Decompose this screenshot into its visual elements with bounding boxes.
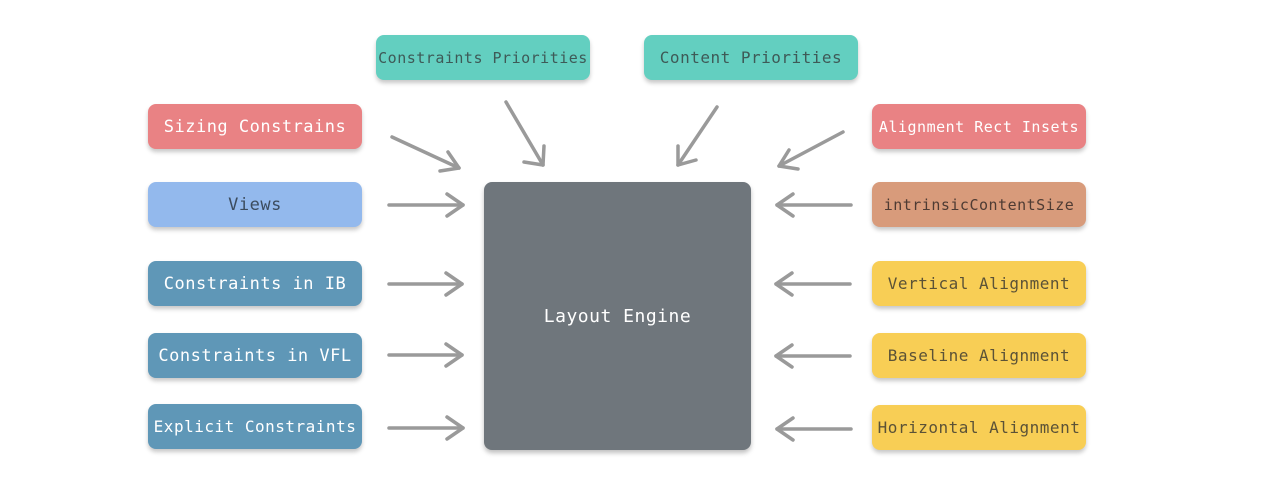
arrow-content-priorities xyxy=(676,105,719,167)
box-baseline-alignment: Baseline Alignment xyxy=(872,333,1086,378)
box-label: Constraints Priorities xyxy=(378,48,588,67)
box-constraints-in-ib: Constraints in IB xyxy=(148,261,362,306)
box-label: intrinsicContentSize xyxy=(883,195,1075,214)
box-views: Views xyxy=(148,182,362,227)
box-label: Alignment Rect Insets xyxy=(878,117,1080,136)
arrow-baseline-alignment xyxy=(774,343,852,369)
box-label: Vertical Alignment xyxy=(887,274,1071,293)
box-label: Sizing Constrains xyxy=(163,116,347,137)
arrow-intrinsic-content-size xyxy=(775,192,853,218)
box-content-priorities: Content Priorities xyxy=(644,35,858,80)
box-constraints-priorities: Constraints Priorities xyxy=(376,35,590,80)
box-label: Views xyxy=(228,194,282,215)
arrow-constraints-priorities xyxy=(504,100,546,167)
box-label: Explicit Constraints xyxy=(153,417,357,436)
layout-engine-box: Layout Engine xyxy=(484,182,751,450)
arrow-horizontal-alignment xyxy=(775,416,853,442)
box-vertical-alignment: Vertical Alignment xyxy=(872,261,1086,306)
box-label: Constraints in VFL xyxy=(158,345,352,366)
arrow-constraints-in-vfl xyxy=(387,342,464,368)
arrow-alignment-rect-insets xyxy=(777,130,845,171)
arrow-explicit-constraints xyxy=(387,415,465,441)
box-horizontal-alignment: Horizontal Alignment xyxy=(872,405,1086,450)
arrow-views xyxy=(387,192,465,218)
arrow-vertical-alignment xyxy=(774,271,852,297)
box-label: Baseline Alignment xyxy=(887,346,1071,365)
box-alignment-rect-insets: Alignment Rect Insets xyxy=(872,104,1086,149)
box-sizing-constrains: Sizing Constrains xyxy=(148,104,362,149)
arrow-constraints-in-ib xyxy=(387,271,464,297)
box-explicit-constraints: Explicit Constraints xyxy=(148,404,362,449)
box-intrinsic-content-size: intrinsicContentSize xyxy=(872,182,1086,227)
box-label: Constraints in IB xyxy=(163,273,347,294)
box-label: Content Priorities xyxy=(659,48,843,67)
layout-engine-label: Layout Engine xyxy=(543,305,692,327)
box-label: Horizontal Alignment xyxy=(877,418,1081,437)
arrow-sizing-constrains xyxy=(390,135,461,173)
box-constraints-in-vfl: Constraints in VFL xyxy=(148,333,362,378)
